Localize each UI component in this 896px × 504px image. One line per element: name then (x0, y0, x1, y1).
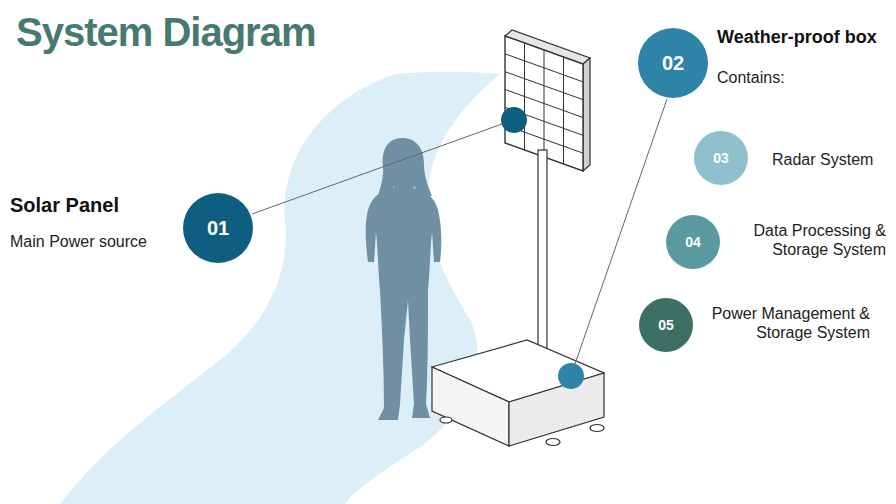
pole (538, 150, 547, 362)
panel-marker-dot (501, 107, 527, 133)
callout-number: 03 (713, 150, 729, 166)
part-title: Weather-proof box (717, 27, 877, 49)
callout-circle: 05 (639, 298, 693, 352)
part-description: Power Management & Storage System (698, 304, 870, 342)
box-marker-dot (558, 363, 584, 389)
part-description: Radar System (772, 150, 873, 169)
part-description: Data Processing & Storage System (736, 221, 886, 259)
callout-circle: 04 (666, 215, 720, 269)
callout-number: 04 (685, 234, 701, 250)
callout-node: 01Solar PanelMain Power source (183, 193, 253, 263)
part-title: Solar Panel (10, 193, 119, 217)
part-description: Main Power source (10, 232, 147, 251)
callout-number: 02 (662, 52, 684, 75)
diagram-title: System Diagram (16, 10, 315, 55)
leader-lines (252, 99, 667, 364)
callout-node: 05Power Management & Storage System (639, 298, 693, 352)
river-band (60, 72, 500, 504)
callout-circle: 02 (638, 28, 708, 98)
callout-node: 02Weather-proof boxContains: (638, 28, 708, 98)
callout-node: 03Radar System (694, 131, 748, 185)
callout-circle: 03 (694, 131, 748, 185)
part-description: Contains: (717, 68, 785, 87)
callout-number: 01 (207, 217, 229, 240)
callout-number: 05 (658, 317, 674, 333)
callout-circle: 01 (183, 193, 253, 263)
woman-silhouette (366, 138, 442, 420)
callout-node: 04Data Processing & Storage System (666, 215, 720, 269)
